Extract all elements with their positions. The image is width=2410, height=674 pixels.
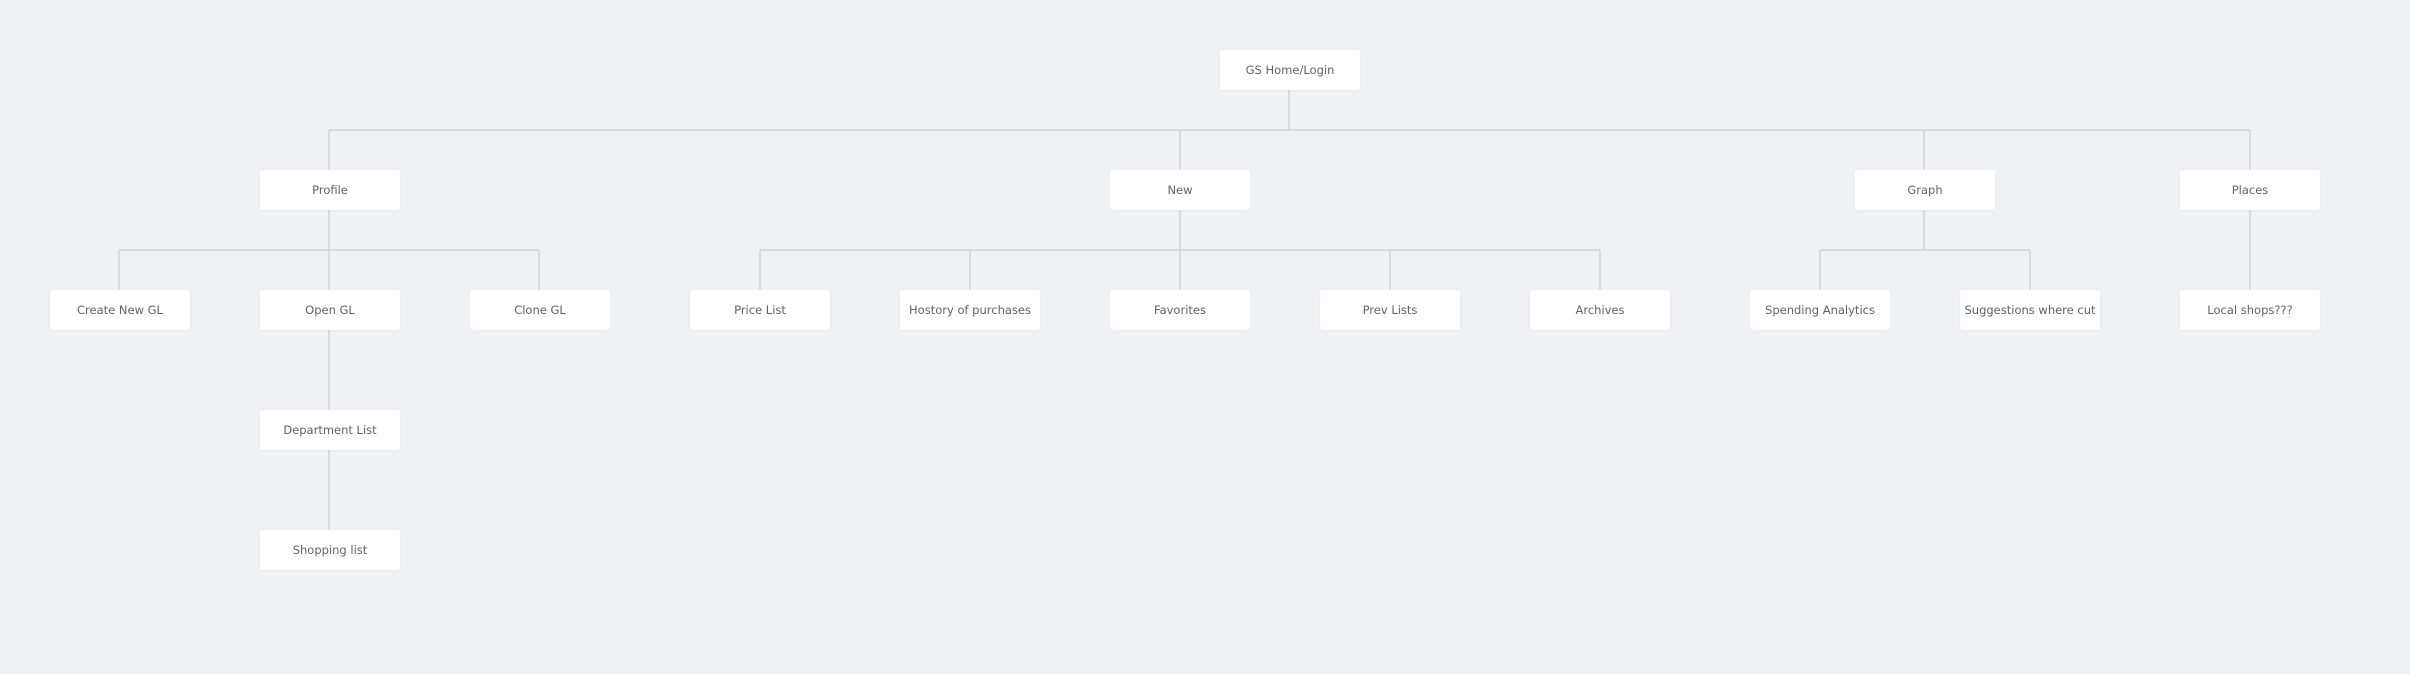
node-favorites[interactable]: Favorites — [1110, 290, 1250, 330]
node-new[interactable]: New — [1110, 170, 1250, 210]
node-open-gl[interactable]: Open GL — [260, 290, 400, 330]
node-prev-lists[interactable]: Prev Lists — [1320, 290, 1460, 330]
node-local-shops[interactable]: Local shops??? — [2180, 290, 2320, 330]
node-suggestions-where-cut[interactable]: Suggestions where cut — [1960, 290, 2100, 330]
node-department-list[interactable]: Department List — [260, 410, 400, 450]
node-spending-analytics[interactable]: Spending Analytics — [1750, 290, 1890, 330]
node-graph[interactable]: Graph — [1855, 170, 1995, 210]
node-clone-gl[interactable]: Clone GL — [470, 290, 610, 330]
node-history-of-purchases[interactable]: Hostory of purchases — [900, 290, 1040, 330]
node-price-list[interactable]: Price List — [690, 290, 830, 330]
node-places[interactable]: Places — [2180, 170, 2320, 210]
node-shopping-list[interactable]: Shopping list — [260, 530, 400, 570]
node-create-new-gl[interactable]: Create New GL — [50, 290, 190, 330]
node-archives[interactable]: Archives — [1530, 290, 1670, 330]
node-profile[interactable]: Profile — [260, 170, 400, 210]
node-gs-home-login[interactable]: GS Home/Login — [1220, 50, 1360, 90]
